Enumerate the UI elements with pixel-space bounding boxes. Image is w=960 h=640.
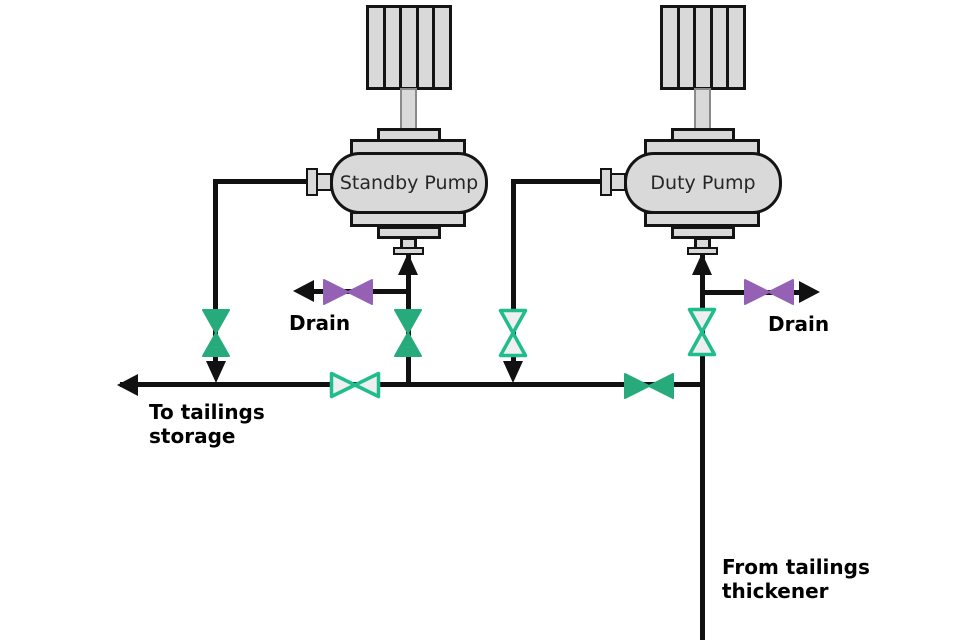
standby-discharge-pipe-horizontal bbox=[213, 179, 309, 184]
duty-pump-shaft bbox=[694, 88, 711, 131]
flow-arrow-left-drain-icon bbox=[293, 280, 314, 302]
duty-pump-label: Duty Pump bbox=[650, 172, 756, 194]
standby-pump-shaft bbox=[400, 88, 417, 131]
tailings-storage-header-pipe bbox=[120, 382, 705, 387]
duty-discharge-isolation-valve-icon bbox=[498, 308, 528, 358]
flow-arrow-left-to-storage-icon bbox=[117, 374, 138, 396]
standby-pump-casing: Standby Pump bbox=[330, 152, 488, 214]
header-crossover-valve-left-icon bbox=[329, 371, 381, 399]
duty-pump-suction-flange bbox=[687, 247, 718, 255]
from-tailings-thickener-label: From tailings thickener bbox=[722, 555, 870, 603]
duty-discharge-pipe-horizontal bbox=[511, 179, 603, 184]
duty-pump: Duty Pump bbox=[600, 0, 782, 255]
flow-arrow-up-into-standby-pump-icon bbox=[398, 253, 418, 275]
standby-pump: Standby Pump bbox=[306, 0, 488, 255]
header-crossover-valve-right-icon bbox=[624, 373, 674, 399]
drain-right-label: Drain bbox=[768, 312, 830, 336]
standby-pump-discharge-flange bbox=[306, 168, 318, 196]
duty-pump-motor-icon bbox=[660, 5, 746, 90]
duty-suction-isolation-valve-icon bbox=[687, 307, 717, 357]
standby-pump-suction-flange bbox=[393, 247, 424, 255]
standby-discharge-pipe-vertical bbox=[213, 179, 218, 365]
flow-arrow-down-duty-discharge-icon bbox=[503, 361, 523, 383]
standby-pump-label: Standby Pump bbox=[339, 172, 479, 194]
flow-arrow-up-into-duty-pump-icon bbox=[692, 253, 712, 275]
duty-discharge-pipe-vertical bbox=[511, 179, 516, 365]
drain-valve-right-icon bbox=[744, 279, 794, 305]
drain-valve-left-icon bbox=[323, 279, 373, 305]
standby-pump-motor-icon bbox=[366, 5, 452, 90]
duty-pump-discharge-flange bbox=[600, 168, 612, 196]
drain-left-label: Drain bbox=[289, 311, 351, 335]
standby-suction-isolation-valve-icon bbox=[394, 309, 422, 357]
from-thickener-pipe-vertical bbox=[700, 254, 705, 640]
duty-pump-casing: Duty Pump bbox=[624, 152, 782, 214]
flow-arrow-right-drain-icon bbox=[799, 281, 820, 303]
to-tailings-storage-label: To tailings storage bbox=[149, 400, 265, 448]
standby-discharge-isolation-valve-icon bbox=[202, 309, 230, 357]
flow-arrow-down-standby-discharge-icon bbox=[206, 361, 226, 383]
